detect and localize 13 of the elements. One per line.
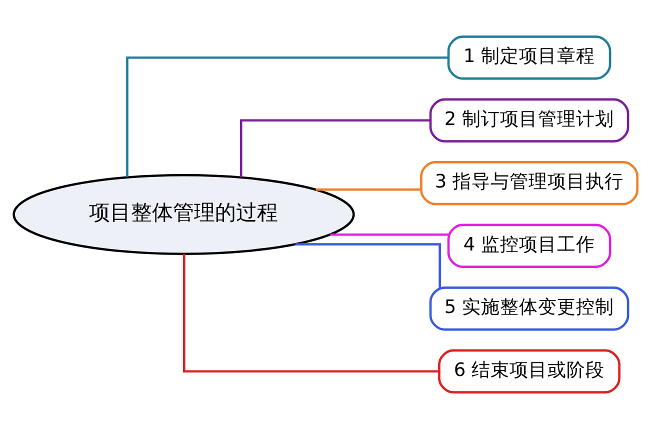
connector [330, 233, 448, 236]
node-ellipse: 项目整体管理的过程 [12, 174, 354, 256]
connector [182, 254, 439, 373]
node-box: 2 制订项目管理计划 [428, 98, 629, 142]
node-box: 3 指导与管理项目执行 [420, 161, 638, 206]
connector [126, 56, 448, 177]
node-box: 1 制定项目章程 [446, 36, 611, 80]
connector [315, 188, 420, 191]
node-box: 6 结束项目或阶段 [438, 349, 620, 394]
connector [239, 119, 430, 178]
connector [294, 243, 440, 288]
node-box: 4 监控项目工作 [446, 224, 611, 268]
node-box: 5 实施整体变更控制 [428, 286, 629, 331]
